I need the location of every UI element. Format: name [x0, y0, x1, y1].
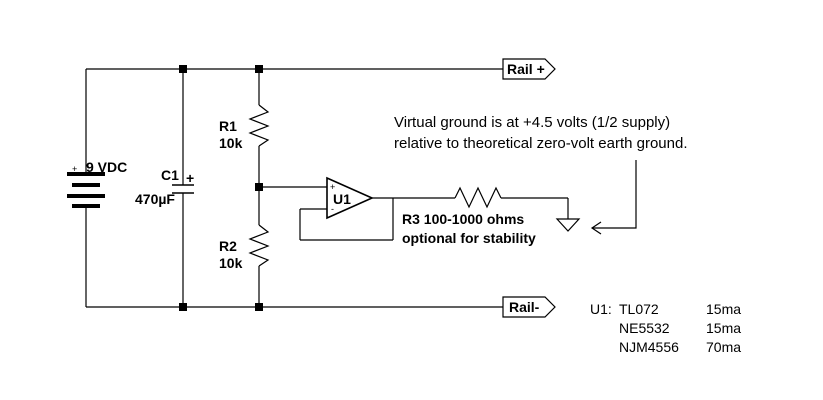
parts-table-part-1: TL072: [619, 301, 659, 317]
opamp-plus: +: [330, 182, 335, 192]
opamp-name: U1: [333, 191, 351, 207]
r2-name: R2: [219, 238, 237, 254]
rail-positive-connector: [502, 58, 556, 80]
junction-dot: [179, 65, 187, 73]
parts-table-current-2: 15ma: [706, 320, 741, 336]
rail-negative-label: Rail-: [509, 299, 540, 315]
junction-dot: [255, 183, 263, 191]
r2-resistor-symbol: [248, 224, 270, 267]
parts-table-current-3: 70ma: [706, 339, 741, 355]
capacitor-polarity: +: [186, 170, 194, 186]
opamp-symbol: [326, 176, 374, 220]
r1-name: R1: [219, 118, 237, 134]
junction-dot: [255, 303, 263, 311]
rail-negative-connector: [502, 296, 556, 318]
note-arrow-head: [590, 221, 602, 235]
r3-label-line2: optional for stability: [402, 230, 536, 246]
battery-polarity: +: [72, 164, 77, 174]
capacitor-name: C1: [161, 167, 179, 183]
note-arrow-line: [592, 160, 637, 229]
r1-value: 10k: [219, 135, 243, 151]
note-line1: Virtual ground is at +4.5 volts (1/2 sup…: [394, 114, 670, 131]
opamp-minus: -: [331, 204, 334, 214]
parts-table-part-3: NJM4556: [619, 339, 679, 355]
parts-table-current-1: 15ma: [706, 301, 741, 317]
capacitor-symbol: [172, 184, 194, 194]
r3-label-line1: R3 100-1000 ohms: [402, 211, 524, 227]
rail-positive-label: Rail +: [507, 61, 545, 77]
r1-resistor-symbol: [248, 104, 270, 147]
parts-table-part-2: NE5532: [619, 320, 670, 336]
capacitor-value: 470µF: [135, 191, 175, 207]
junction-dot: [179, 303, 187, 311]
parts-table-label: U1:: [590, 301, 612, 317]
r2-value: 10k: [219, 255, 243, 271]
virtual-ground-symbol: [555, 218, 581, 232]
r3-resistor-symbol: [454, 186, 502, 209]
junction-dot: [255, 65, 263, 73]
note-line2: relative to theoretical zero-volt earth …: [394, 135, 688, 152]
battery-symbol: [67, 172, 105, 208]
battery-voltage-label: 9 VDC: [86, 159, 127, 175]
